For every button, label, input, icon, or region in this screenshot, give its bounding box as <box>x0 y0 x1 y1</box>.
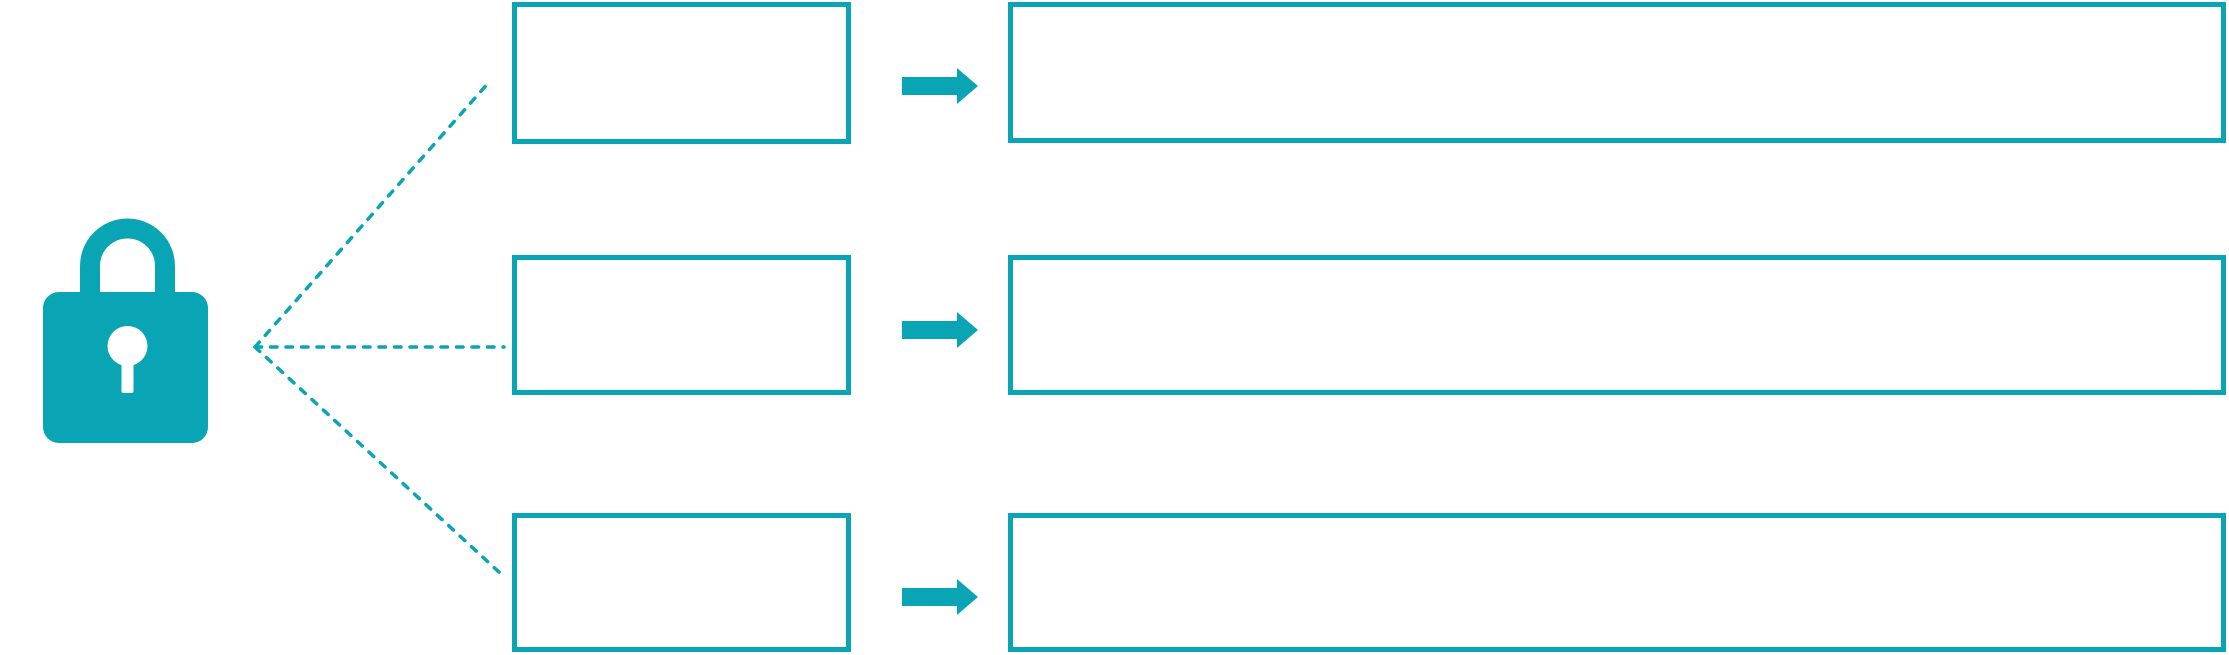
target-box-2 <box>1008 255 2226 395</box>
lock-icon <box>43 218 208 443</box>
source-box-1 <box>512 2 851 144</box>
target-box-3 <box>1008 513 2226 652</box>
lock-shackle <box>80 218 175 300</box>
source-box-2 <box>512 255 851 395</box>
flow-arrows <box>902 68 978 615</box>
connector-lines <box>253 79 506 575</box>
connector-line-bottom <box>253 345 502 575</box>
target-box-1 <box>1008 2 2226 143</box>
right-arrow-icon-3 <box>902 579 978 615</box>
right-arrow-icon-1 <box>902 68 978 104</box>
source-box-3 <box>512 513 851 652</box>
keyhole-stem <box>121 346 134 393</box>
connector-line-top <box>253 79 492 349</box>
right-arrow-icon-2 <box>902 312 978 348</box>
